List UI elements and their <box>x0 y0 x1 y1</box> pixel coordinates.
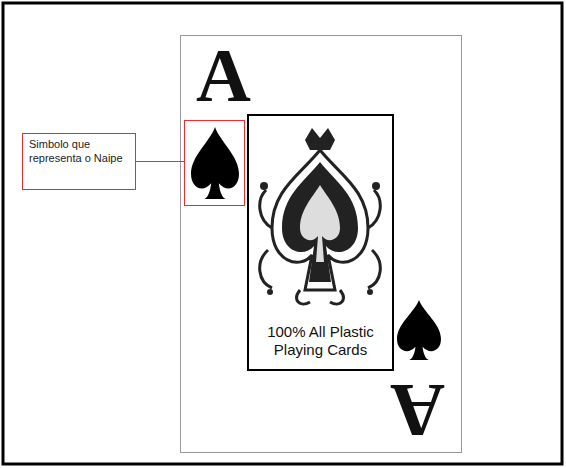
callout-box: Simbolo que representa o Naipe <box>22 133 136 190</box>
frame <box>3 3 562 464</box>
spade-symbol <box>191 127 239 199</box>
highlight-box <box>185 121 245 206</box>
card-caption: 100% All Plastic Playing Cards <box>253 323 388 359</box>
ornate-spade <box>260 128 381 304</box>
center-panel: 100% All Plastic Playing Cards <box>247 114 394 371</box>
card-outline <box>181 36 462 453</box>
spade-symbol <box>397 300 441 360</box>
card-rank: A <box>196 37 251 113</box>
callout-text: Simbolo que representa o Naipe <box>23 134 135 170</box>
leader-line <box>136 161 184 162</box>
card-rank: A <box>390 373 445 449</box>
playing-card: AA100% All Plastic Playing Cards <box>180 35 462 453</box>
